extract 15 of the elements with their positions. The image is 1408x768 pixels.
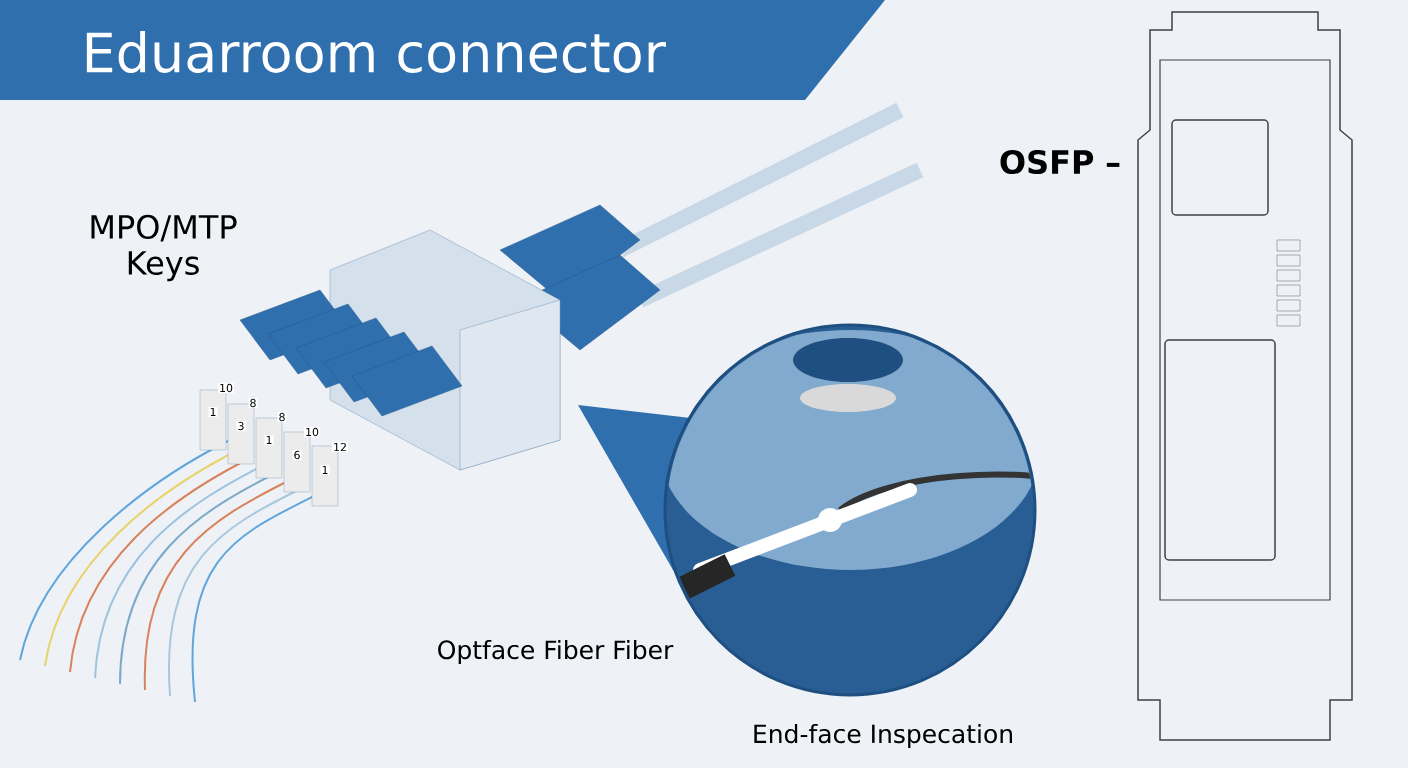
key-number: 8 <box>248 397 258 409</box>
key-number: 1 <box>320 465 330 475</box>
text-label: Optface Fiber Fiber <box>438 639 674 665</box>
key-number: 3 <box>236 420 246 432</box>
key-number: 10 <box>304 426 320 438</box>
key-number: 1 <box>208 407 218 417</box>
text-label: OSFP – <box>1000 149 1120 175</box>
text-label: End-face Inspecation <box>754 723 1012 749</box>
key-number: 6 <box>292 449 302 461</box>
key-number: 12 <box>332 441 348 453</box>
text-label: MPO/MTP Keys <box>91 214 237 282</box>
key-number: 10 <box>218 382 234 394</box>
key-number: 8 <box>277 411 287 423</box>
title-banner: Eduarroom connector <box>0 0 885 100</box>
key-number: 1 <box>264 435 274 445</box>
